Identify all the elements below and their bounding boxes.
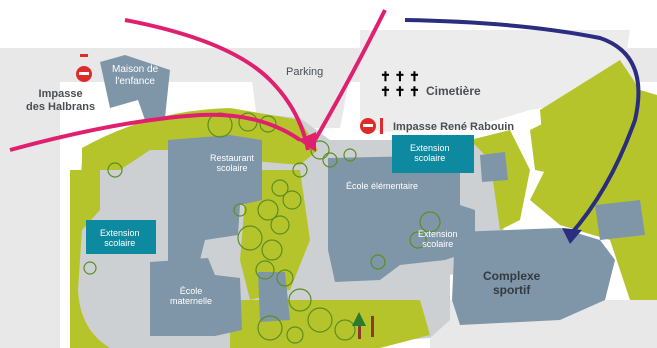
label-ecole-elementaire: École élémentaire — [346, 181, 419, 191]
cross-icon: ✝ ✝ ✝ ✝ ✝ ✝ — [380, 69, 420, 99]
tree-outlines — [83, 112, 441, 344]
building-ecole-maternelle — [150, 258, 242, 336]
label-complexe-sportif: Complexe sportif — [483, 269, 541, 297]
label-impasse-rene-rabouin: Impasse René Rabouin — [393, 121, 515, 133]
label-maison-enfance: Maison de l'enfance — [112, 64, 159, 87]
tree-icon — [365, 300, 381, 337]
label-restaurant-scolaire: Restaurant scolaire — [210, 153, 255, 174]
no-entry-icon — [360, 118, 383, 134]
parking-lot — [248, 50, 355, 128]
building-restaurant-scolaire — [168, 135, 262, 262]
label-cimetiere: Cimetière — [426, 84, 481, 98]
route-magenta-east — [313, 9, 387, 142]
building-annex — [258, 272, 290, 322]
label-extension-scolaire-top: Extension scolaire — [410, 143, 450, 164]
building-northeast — [480, 152, 508, 182]
cemetery-area — [360, 30, 630, 132]
tree-icon — [352, 312, 366, 339]
label-parking: Parking — [286, 66, 324, 78]
label-extension-scolaire-right: Extension scolaire — [418, 229, 458, 250]
label-ecole-maternelle: École maternelle — [170, 286, 213, 307]
arrow-blue-head — [562, 228, 582, 244]
green-right-strip — [530, 115, 575, 175]
extension-scolaire-top — [392, 135, 474, 173]
green-west — [70, 170, 110, 348]
label-extension-scolaire-left: Extension scolaire — [100, 228, 140, 249]
building-maison-enfance — [100, 55, 170, 120]
extension-scolaire-left — [86, 220, 156, 254]
route-magenta-north — [124, 18, 310, 151]
road-left — [0, 82, 60, 348]
label-impasse-halbrans: Impasse des Halbrans — [26, 88, 96, 113]
route-blue — [404, 18, 641, 237]
building-complexe-sportif — [452, 228, 615, 325]
arrow-magenta-head — [298, 132, 316, 152]
no-entry-icon — [76, 54, 92, 82]
building-ecole-elementaire — [328, 156, 475, 282]
building-east — [595, 200, 645, 240]
route-magenta-west — [9, 112, 302, 152]
